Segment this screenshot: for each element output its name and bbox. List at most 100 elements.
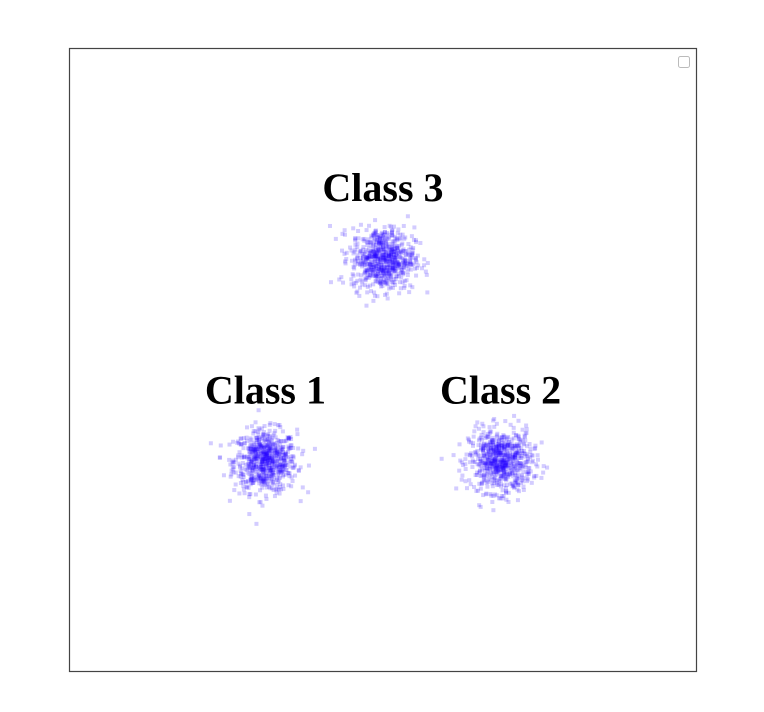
scatter-point	[249, 446, 254, 451]
scatter-point	[373, 246, 378, 251]
scatter-point	[490, 437, 495, 442]
scatter-point	[387, 252, 392, 257]
scatter-point	[509, 444, 514, 449]
scatter-point	[350, 272, 355, 277]
scatter-point	[383, 235, 388, 240]
scatter-point	[261, 439, 266, 443]
scatter-point	[260, 456, 265, 460]
scatter-point	[248, 465, 253, 470]
scatter-point	[378, 265, 383, 270]
scatter-point	[392, 269, 397, 274]
scatter-point	[263, 467, 268, 472]
scatter-point	[367, 261, 372, 266]
scatter-point	[401, 262, 406, 267]
scatter-point	[457, 468, 462, 473]
scatter-point	[295, 427, 300, 432]
scatter-point	[506, 434, 511, 439]
scatter-point	[487, 466, 492, 471]
scatter-point	[382, 237, 387, 242]
scatter-point	[247, 512, 252, 517]
scatter-point	[274, 449, 279, 454]
scatter-point	[497, 459, 502, 464]
scatter-point	[523, 451, 528, 456]
scatter-point	[355, 261, 360, 266]
scatter-point	[364, 228, 369, 233]
scatter-point	[371, 269, 376, 274]
scatter-point	[242, 491, 247, 496]
scatter-point	[270, 455, 275, 460]
scatter-point	[471, 441, 476, 446]
scatter-point	[396, 260, 401, 265]
scatter-point	[386, 241, 391, 246]
scatter-point	[289, 454, 294, 459]
scatter-point	[377, 266, 382, 271]
scatter-point	[482, 465, 487, 470]
scatter-point	[490, 435, 495, 440]
scatter-point	[359, 258, 364, 263]
scatter-point	[365, 290, 370, 295]
scatter-point	[245, 425, 249, 430]
scatter-point	[485, 456, 490, 461]
scatter-point	[508, 442, 513, 447]
scatter-point	[266, 462, 271, 467]
scatter-point	[488, 446, 493, 451]
scatter-point	[501, 458, 506, 463]
scatter-point	[494, 444, 498, 449]
scatter-point	[503, 463, 508, 468]
scatter-point	[502, 483, 507, 488]
scatter-point	[257, 476, 262, 481]
scatter-point	[271, 488, 276, 493]
scatter-point	[493, 459, 498, 464]
scatter-point	[499, 464, 504, 469]
scatter-point	[516, 443, 521, 448]
scatter-point	[257, 473, 262, 478]
scatter-point	[256, 408, 261, 413]
scatter-point	[278, 457, 283, 462]
scatter-point	[277, 469, 282, 474]
scatter-point	[379, 241, 384, 246]
scatter-point	[484, 443, 489, 448]
scatter-point	[276, 479, 281, 484]
scatter-point	[374, 237, 379, 242]
scatter-point	[251, 447, 256, 452]
scatter-point	[506, 456, 511, 461]
scatter-point	[262, 480, 267, 485]
scatter-point	[522, 433, 527, 438]
scatter-point	[248, 482, 253, 487]
scatter-point	[378, 271, 383, 276]
scatter-point	[395, 238, 400, 243]
scatter-point	[264, 471, 269, 476]
scatter-point	[503, 419, 508, 424]
scatter-point	[250, 465, 255, 470]
scatter-point	[252, 455, 257, 460]
scatter-point	[379, 248, 384, 253]
scatter-point	[509, 456, 514, 461]
scatter-point	[505, 473, 510, 478]
scatter-point	[502, 458, 507, 463]
scatter-point	[496, 445, 501, 450]
scatter-point	[523, 434, 528, 439]
scatter-point	[491, 447, 496, 452]
scatter-point	[509, 441, 514, 446]
scatter-point	[263, 437, 268, 442]
scatter-point	[481, 473, 486, 477]
scatter-point	[279, 456, 284, 461]
scatter-point	[374, 250, 379, 255]
scatter-point	[365, 242, 370, 247]
scatter-point	[273, 451, 278, 456]
scatter-point	[387, 252, 392, 257]
scatter-point	[394, 258, 399, 263]
scatter-point	[249, 478, 254, 483]
scatter-point	[371, 267, 376, 272]
scatter-point	[516, 418, 521, 423]
scatter-point	[258, 442, 263, 447]
scatter-point	[372, 290, 377, 295]
scatter-point	[454, 486, 459, 491]
scatter-point	[386, 272, 391, 277]
scatter-point	[525, 453, 530, 458]
scatter-point	[268, 478, 273, 483]
scatter-point	[383, 238, 388, 243]
scatter-point	[286, 444, 291, 449]
scatter-point	[501, 466, 506, 471]
scatter-point	[503, 476, 508, 481]
